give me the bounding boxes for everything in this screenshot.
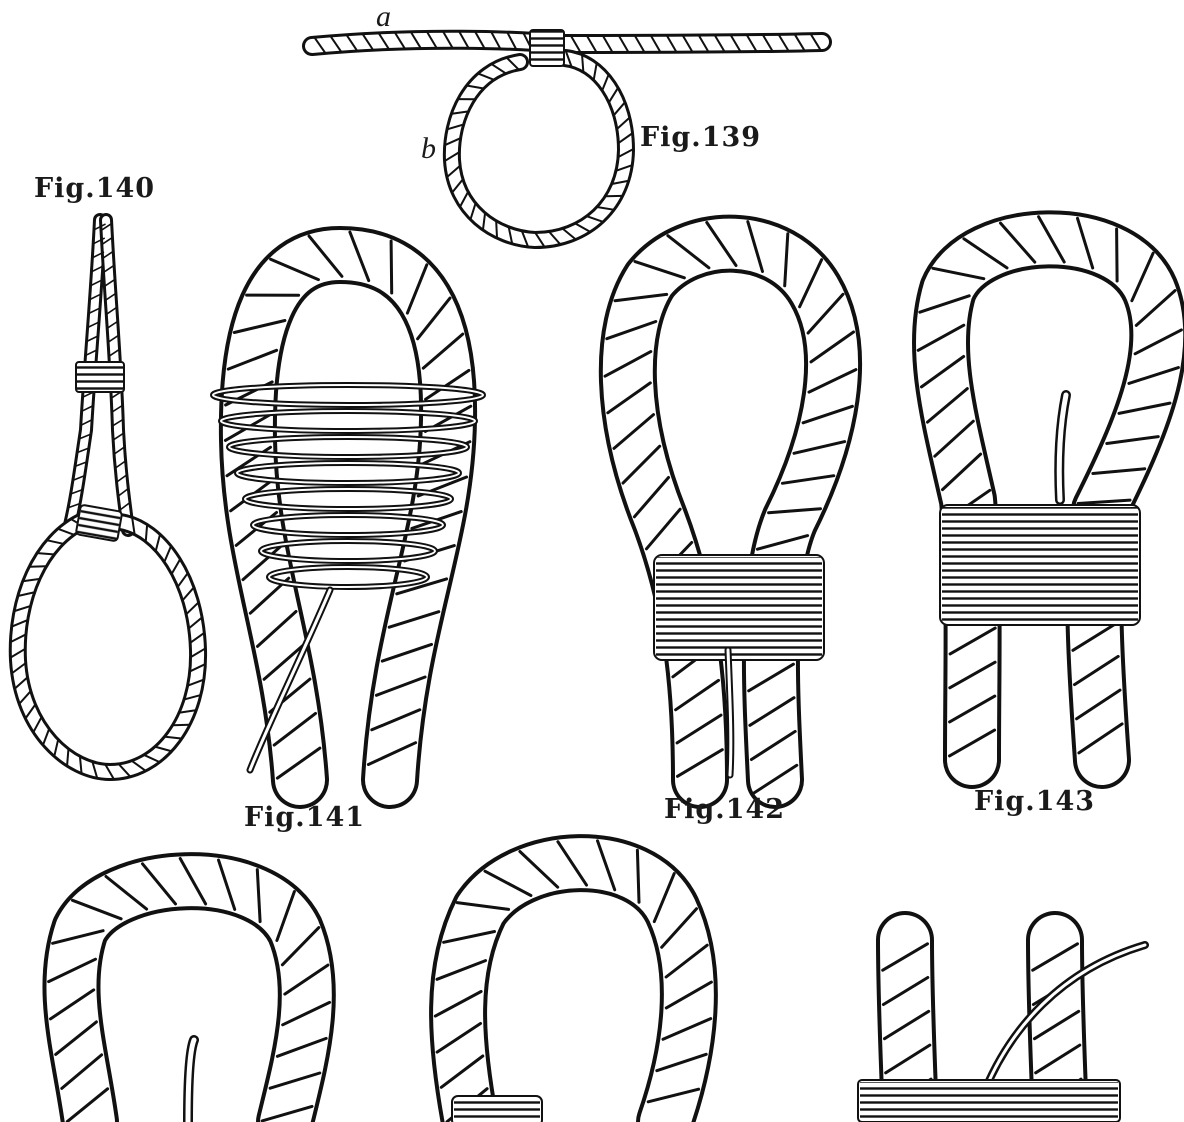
rope-strand-mark [496,222,497,238]
rope-strand-mark [146,525,147,541]
rope-strand-mark [391,241,392,293]
rope-strand-mark [1117,229,1118,281]
figure-141 [213,232,483,780]
rope-letter-a: a [376,0,391,33]
figure-140 [11,220,205,779]
rope-strand-mark [582,55,583,71]
rope-strand-mark [38,553,54,554]
figure-bottom-left [49,859,330,1122]
figure-143-label: Fig.143 [974,786,1095,817]
figure-bottom-right [858,940,1145,1122]
figure-142 [605,222,856,794]
figure-140-label: Fig.140 [34,173,155,204]
rope-strand-mark [67,750,68,766]
figure-143 [918,217,1181,760]
figure-bottom-middle [435,841,711,1122]
rope-strand-mark [637,850,639,902]
rope-letter-b: b [421,132,436,165]
figure-139-label: Fig.139 [640,122,761,153]
figure-142-label: Fig.142 [664,794,785,825]
figure-141-label: Fig.141 [244,802,365,833]
